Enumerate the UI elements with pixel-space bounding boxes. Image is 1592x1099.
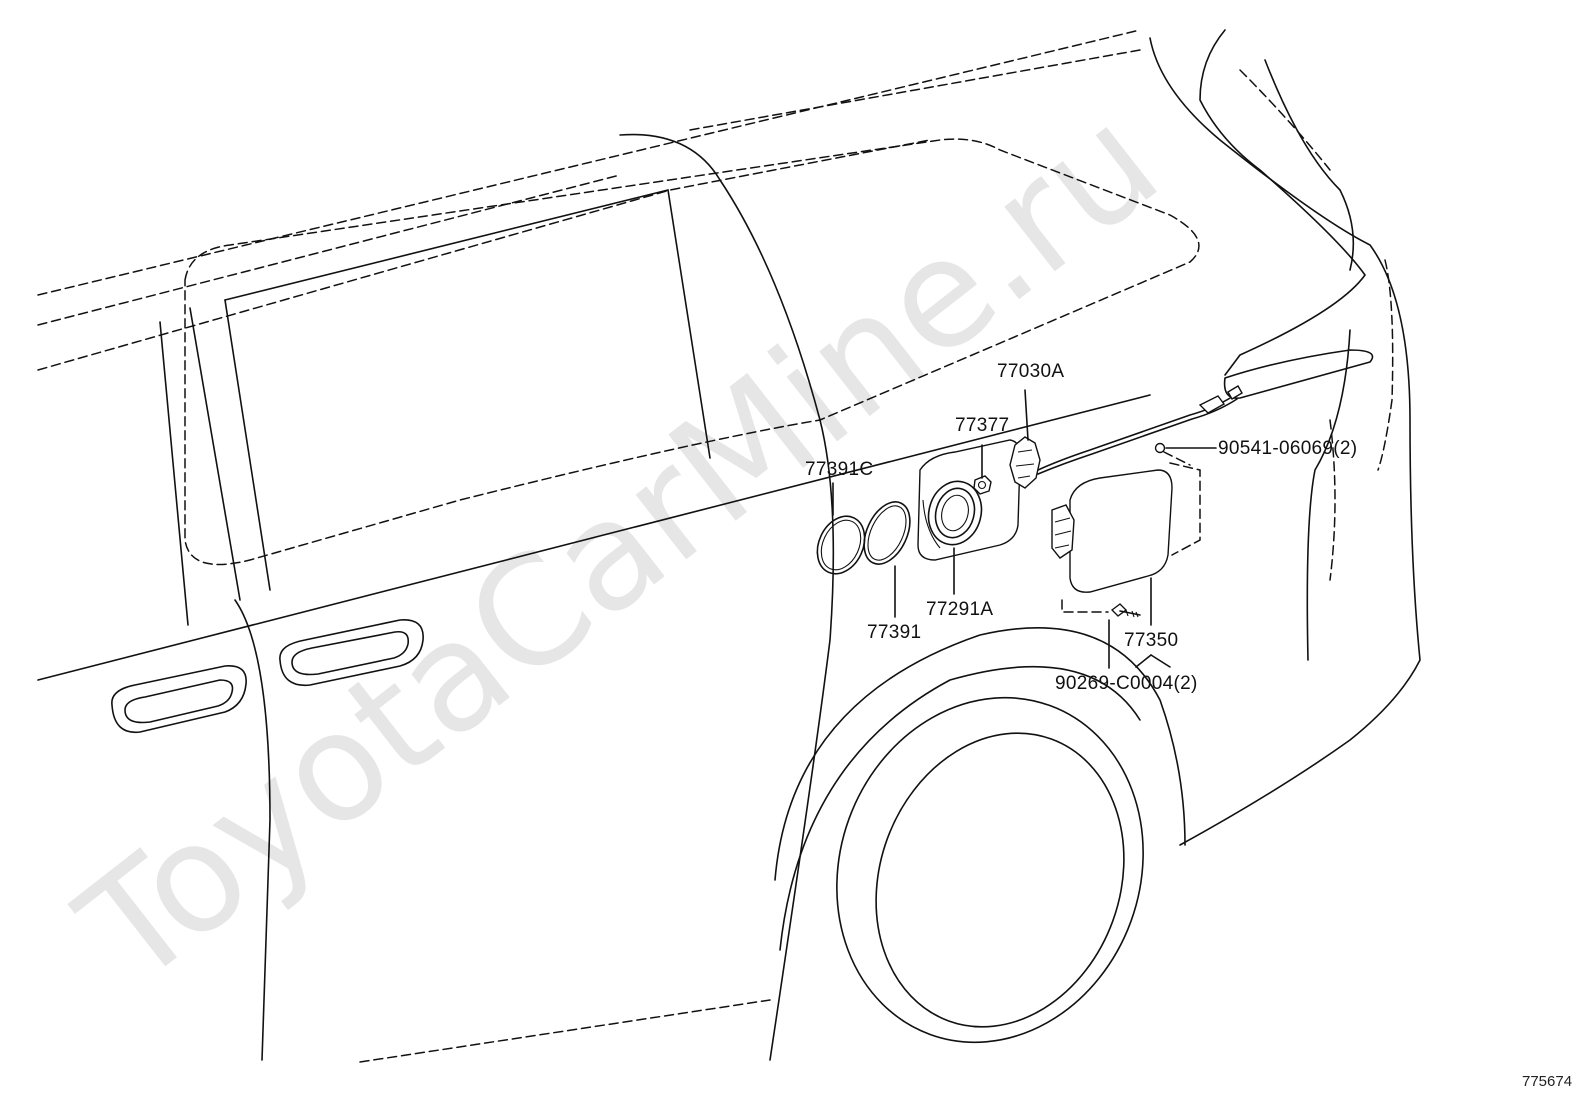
part-77377-grommet xyxy=(973,475,992,495)
part-90541-clip xyxy=(1154,442,1191,466)
label-77030A: 77030A xyxy=(997,361,1064,382)
part-90269-screw xyxy=(1110,603,1141,618)
label-77391: 77391 xyxy=(867,622,921,643)
part-77391C-gasket xyxy=(816,515,866,575)
leader-lines xyxy=(832,389,1217,669)
label-77377: 77377 xyxy=(955,415,1009,436)
label-90269-C0004: 90269-C0004(2) xyxy=(1055,673,1198,694)
part-77350-fuel-lid xyxy=(1051,462,1201,613)
part-77291A-filler-box xyxy=(917,439,1021,561)
vehicle-body-outline xyxy=(37,29,1421,1063)
label-77291A: 77291A xyxy=(926,599,993,620)
label-77350: 77350 xyxy=(1124,630,1178,651)
label-90541-06069: 90541-06069(2) xyxy=(1218,438,1357,459)
label-77391C: 77391C xyxy=(805,459,873,480)
part-77391-gasket xyxy=(863,501,911,565)
watermark-text: ToyotaCarMine.ru xyxy=(49,74,1190,1018)
part-77030A-lid-opener xyxy=(1009,385,1243,489)
diagram-code: 775674 xyxy=(1522,1073,1572,1090)
